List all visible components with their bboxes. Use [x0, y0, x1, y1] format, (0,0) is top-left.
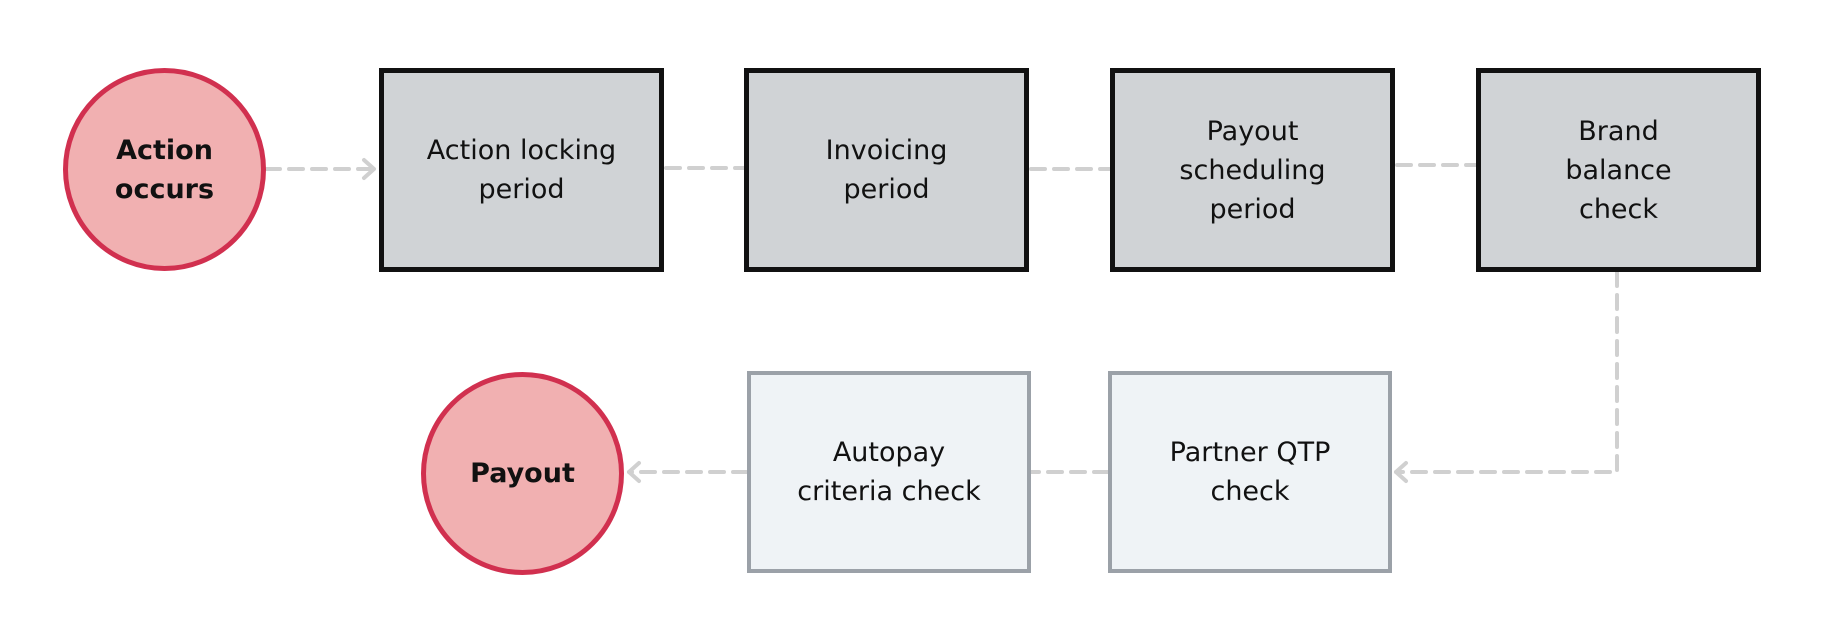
- step-label: Invoicing period: [825, 135, 948, 205]
- connector-brand-balance-to-qtp: [1394, 270, 1619, 474]
- step-label: Brand balance check: [1565, 115, 1672, 225]
- arrowhead-brand-balance-to-qtp: [1394, 461, 1408, 483]
- step-label: Partner QTP check: [1169, 437, 1331, 507]
- end-node-label: Payout: [470, 458, 575, 489]
- step-label: Autopay criteria check: [797, 437, 981, 507]
- step-payout-scheduling-period: Payout scheduling period: [1110, 68, 1395, 272]
- arrowhead-autopay-to-payout: [627, 461, 641, 483]
- end-node-payout: Payout: [421, 372, 624, 575]
- step-autopay-criteria-check: Autopay criteria check: [747, 371, 1031, 573]
- step-label: Payout scheduling period: [1179, 115, 1326, 225]
- start-node-label: Action occurs: [114, 134, 215, 205]
- step-invoicing-period: Invoicing period: [744, 68, 1029, 272]
- start-node-action-occurs: Action occurs: [63, 68, 266, 271]
- step-action-locking-period: Action locking period: [379, 68, 664, 272]
- step-label: Action locking period: [426, 135, 617, 205]
- arrowhead-start-to-locking: [362, 158, 376, 180]
- step-partner-qtp-check: Partner QTP check: [1108, 371, 1392, 573]
- step-brand-balance-check: Brand balance check: [1476, 68, 1761, 272]
